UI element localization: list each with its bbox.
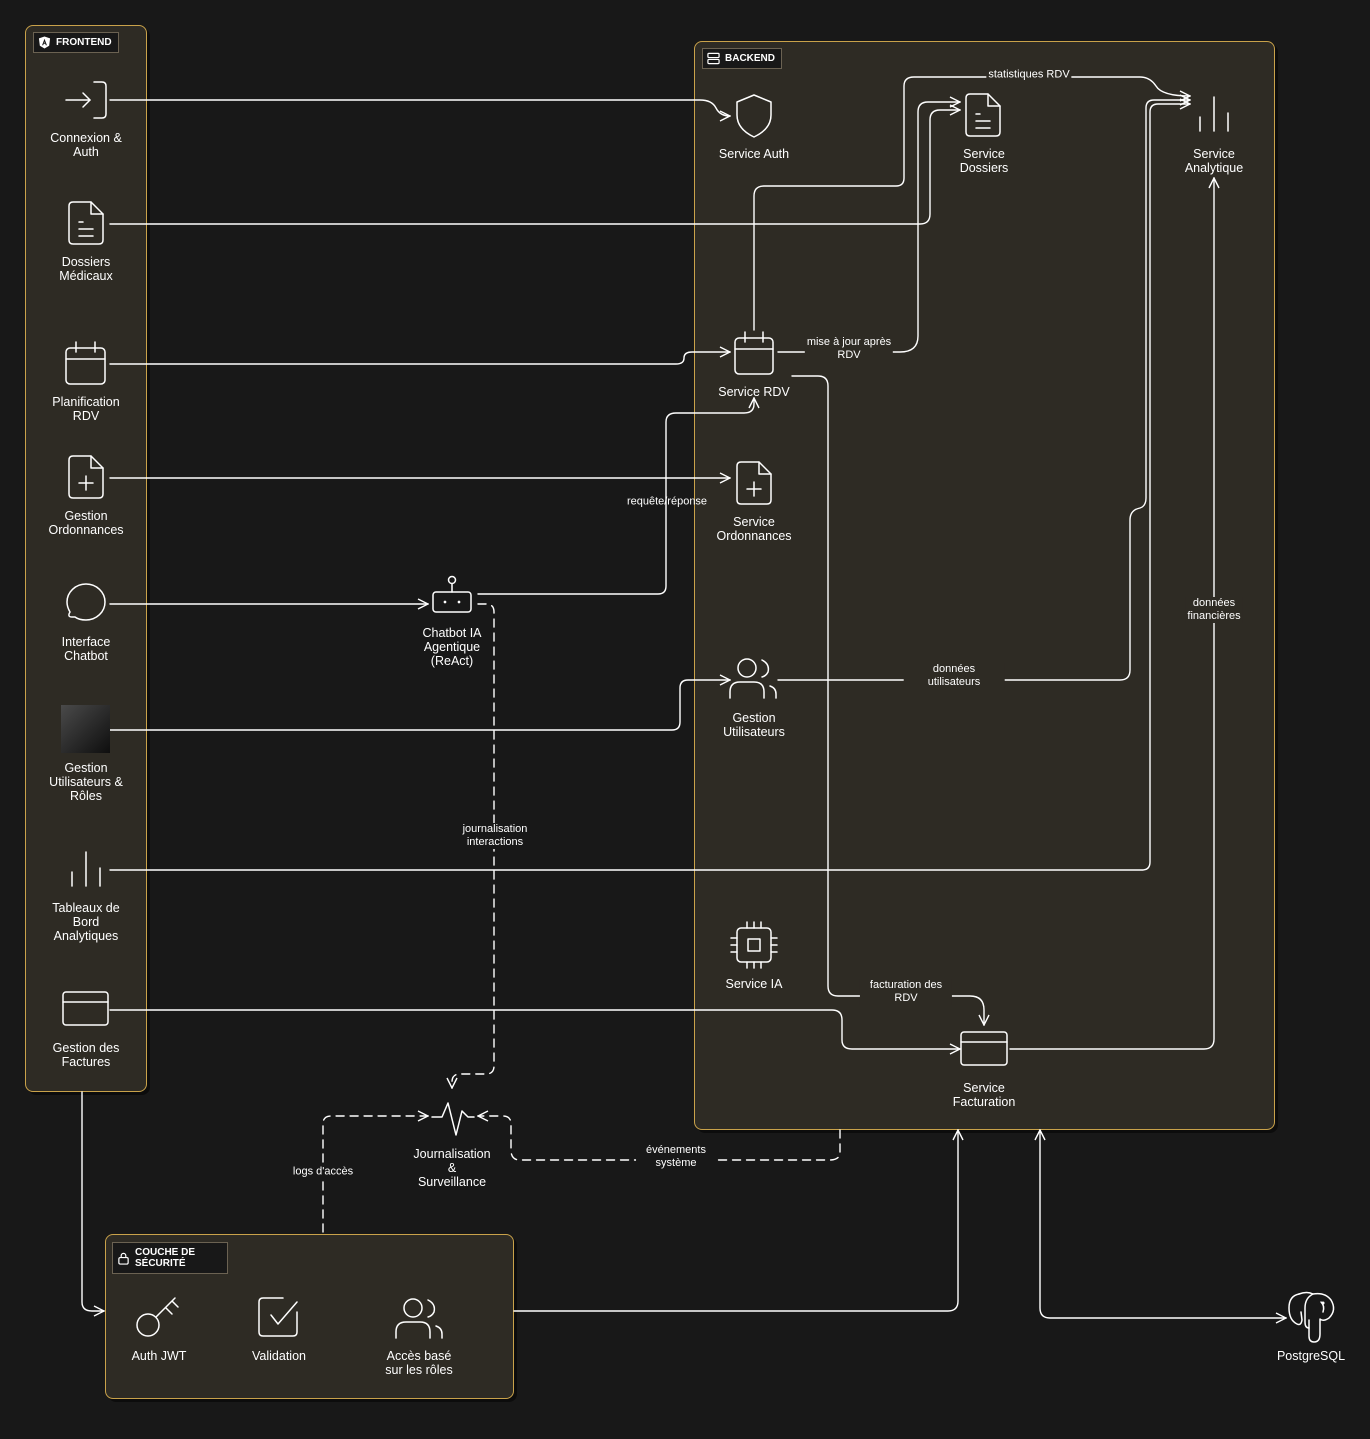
- edge-records-dossiers: [109, 110, 960, 225]
- frontend-tag: FRONTEND: [33, 32, 119, 53]
- backend-tag: BACKEND: [702, 48, 782, 69]
- edge-label-system-events: événements système: [636, 1144, 716, 1170]
- edge-label-rdv-stats: statistiques RDV: [986, 68, 1072, 82]
- edge-rdv-billing: [791, 375, 984, 1025]
- node-postgresql[interactable]: PostgreSQL: [1276, 1349, 1346, 1363]
- node-users-roles[interactable]: Gestion Utilisateurs & Rôles: [49, 761, 123, 803]
- node-chatbot-ai[interactable]: Chatbot IA Agentique (ReAct): [422, 626, 482, 668]
- edge-billing-analytics: [1009, 178, 1214, 1050]
- node-prescriptions[interactable]: Gestion Ordonnances: [48, 509, 124, 537]
- node-medical-records[interactable]: Dossiers Médicaux: [59, 255, 113, 283]
- calendar-icon: [65, 341, 106, 385]
- roles-users-icon: [395, 1298, 443, 1339]
- node-service-analytics[interactable]: Service Analytique: [1184, 147, 1244, 175]
- edge-users-gestion: [109, 680, 730, 731]
- edge-scheduling-rdv: [109, 352, 730, 365]
- robot-icon: [432, 575, 472, 613]
- key-icon: [136, 1297, 179, 1337]
- edge-label-request-response: requête/réponse: [626, 495, 708, 508]
- frontend-tag-label: FRONTEND: [56, 37, 112, 48]
- node-logging[interactable]: Journalisation & Surveillance: [413, 1147, 491, 1189]
- edge-backend-postgres: [1040, 1130, 1286, 1318]
- edge-frontend-security: [81, 1091, 104, 1311]
- lock-icon: [118, 1252, 129, 1265]
- edge-dashboards-analytics: [109, 104, 1190, 871]
- node-dashboards[interactable]: Tableaux de Bord Analytiques: [52, 901, 120, 943]
- server-icon: [707, 52, 720, 65]
- prescription-icon: [68, 455, 104, 499]
- edge-label-access-logs: logs d'accès: [290, 1165, 356, 1179]
- rdv-calendar-icon: [734, 331, 774, 375]
- edge-ai-logging: [452, 603, 495, 1088]
- cpu-chip-icon: [730, 921, 778, 969]
- check-square-icon: [258, 1297, 298, 1337]
- pulse-icon: [431, 1102, 475, 1136]
- users-icon: [729, 658, 777, 699]
- node-service-billing[interactable]: Service Facturation: [952, 1081, 1016, 1109]
- edge-label-rdv-billing: facturation des RDV: [859, 979, 953, 1005]
- chat-bubble-icon: [66, 583, 106, 621]
- edge-rdv-update-dossiers: [777, 102, 960, 353]
- edge-users-analytics: [777, 100, 1190, 681]
- node-service-ordonnances[interactable]: Service Ordonnances: [716, 515, 792, 543]
- users-roles-tile-icon: [61, 705, 110, 753]
- frontend-group: [25, 25, 147, 1092]
- node-scheduling[interactable]: Planification RDV: [52, 395, 120, 423]
- security-tag: COUCHE DE SÉCURITÉ: [112, 1242, 228, 1274]
- credit-card-icon: [62, 991, 109, 1026]
- ordonnances-icon: [736, 461, 772, 505]
- edge-invoices-billing: [109, 1009, 960, 1049]
- backend-group: [694, 41, 1275, 1130]
- shield-icon: [736, 94, 772, 138]
- edge-rdv-stats: [753, 76, 1190, 331]
- edge-backend-logging: [478, 1116, 841, 1161]
- edge-ai-rdv: [477, 398, 754, 595]
- document-icon: [68, 201, 104, 245]
- node-jwt-auth[interactable]: Auth JWT: [131, 1349, 187, 1363]
- postgresql-elephant-icon: [1288, 1291, 1335, 1343]
- node-service-rdv[interactable]: Service RDV: [718, 385, 790, 399]
- billing-card-icon: [960, 1031, 1008, 1066]
- node-service-ia[interactable]: Service IA: [725, 977, 783, 991]
- edge-label-user-data: données utilisateurs: [903, 663, 1005, 689]
- edge-label-update-after-rdv: mise à jour après RDV: [804, 336, 894, 362]
- edge-label-interaction-logging: journalisation interactions: [460, 823, 530, 849]
- edge-login-auth: [109, 99, 730, 116]
- angular-icon: [38, 36, 51, 49]
- security-tag-label: COUCHE DE SÉCURITÉ: [135, 1247, 196, 1269]
- node-service-dossiers[interactable]: Service Dossiers: [959, 147, 1009, 175]
- edge-security-backend: [513, 1130, 958, 1312]
- node-invoices[interactable]: Gestion des Factures: [52, 1041, 120, 1069]
- analytics-bars-icon: [1199, 96, 1229, 132]
- backend-tag-label: BACKEND: [725, 53, 775, 64]
- node-service-auth[interactable]: Service Auth: [718, 147, 790, 161]
- node-validation[interactable]: Validation: [252, 1349, 306, 1363]
- edge-security-logging: [322, 1116, 428, 1233]
- node-chatbot-interface[interactable]: Interface Chatbot: [61, 635, 111, 663]
- analytics-icon: [71, 851, 101, 887]
- login-icon: [65, 81, 107, 119]
- node-user-management[interactable]: Gestion Utilisateurs: [723, 711, 785, 739]
- node-login[interactable]: Connexion & Auth: [50, 131, 122, 159]
- dossiers-document-icon: [965, 93, 1001, 137]
- node-rbac[interactable]: Accès basé sur les rôles: [385, 1349, 453, 1377]
- edge-label-financial-data: données financières: [1185, 597, 1243, 623]
